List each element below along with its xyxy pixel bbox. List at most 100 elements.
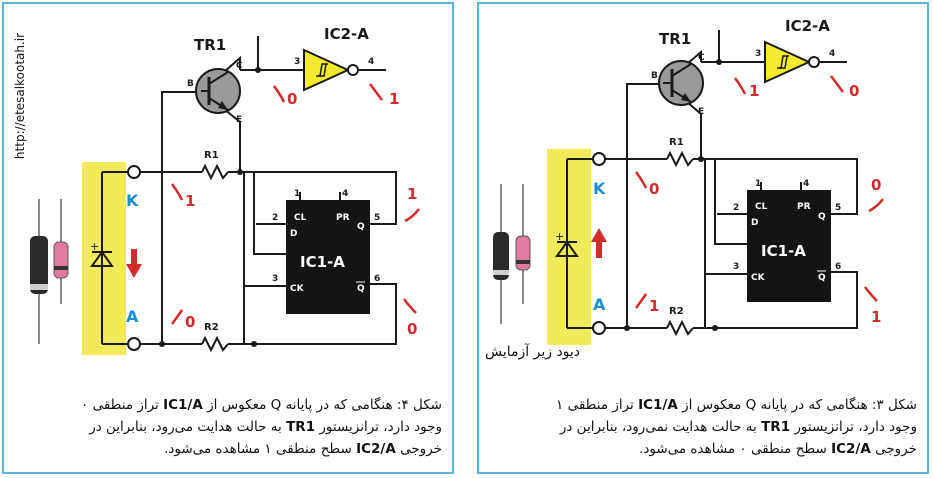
- terminal-a: [127, 337, 141, 351]
- label-d: D: [751, 218, 758, 228]
- label-ic1a: IC1-A: [300, 253, 345, 271]
- label-pin-e: E: [236, 115, 242, 125]
- label-q: Q: [357, 222, 365, 232]
- label-cl: CL: [294, 213, 307, 223]
- wires: [605, 30, 858, 329]
- caption-text: به حالت هدایت نمی‌رود، بنابراین در: [559, 419, 762, 435]
- circuit-diagram-right: + K A: [493, 17, 884, 345]
- label-pin-b: B: [651, 71, 658, 81]
- diode-under-test-label: دیود زیر آزمایش: [485, 344, 581, 360]
- transistor-tr1: [195, 68, 241, 114]
- resistor-r2: [666, 319, 694, 337]
- junction-dots: [624, 59, 722, 331]
- logic-out: 0: [849, 82, 859, 100]
- caption-text: وجود دارد، ترانزیستور: [790, 419, 917, 435]
- transistor-tr1: [658, 60, 704, 106]
- logic-out: 1: [389, 90, 399, 108]
- label-pin-e: E: [698, 107, 704, 117]
- label-cl: CL: [755, 202, 768, 212]
- resistor-r1: [201, 163, 229, 181]
- label-ff-pin3: 3: [272, 274, 278, 284]
- label-gate-pin4: 4: [368, 57, 374, 67]
- label-ff-pin4: 4: [342, 189, 348, 199]
- label-pin-c: C: [236, 61, 243, 71]
- yellow-strip: [547, 149, 591, 345]
- caption-bold: TR1: [286, 419, 316, 435]
- label-tr1: TR1: [659, 30, 691, 48]
- logic-q: 0: [871, 176, 881, 194]
- logic-qbar: 1: [871, 308, 881, 326]
- logic-k: 1: [185, 192, 195, 210]
- gate-ic2a: [764, 40, 820, 84]
- label-ff-pin4: 4: [803, 179, 809, 189]
- gate-ic2a: [303, 48, 359, 92]
- chip-ic1a: [747, 190, 831, 302]
- svg-text:+: +: [90, 240, 99, 253]
- logic-arrow-icons: [170, 83, 420, 325]
- caption-line: وجود دارد، ترانزیستور TR1 به حالت هدایت …: [14, 416, 442, 438]
- wires: [140, 36, 397, 345]
- diode-photo-icon: [30, 199, 69, 344]
- label-ic2a: IC2-A: [324, 25, 369, 43]
- caption-text: خروجی: [395, 441, 442, 457]
- label-gate-pin3: 3: [755, 49, 761, 59]
- caption-bold: IC2/A: [356, 441, 396, 457]
- caption-text: تراز منطقی ۰: [81, 397, 164, 413]
- logic-a: 0: [185, 313, 195, 331]
- label-ic1a: IC1-A: [761, 242, 806, 260]
- caption-text: سطح منطقی ۱ مشاهده می‌شود.: [164, 441, 357, 457]
- label-a: A: [126, 307, 139, 326]
- logic-c: 1: [749, 82, 759, 100]
- logic-arrow-icons: [634, 75, 884, 309]
- logic-q: 1: [407, 185, 417, 203]
- label-ff-pin5: 5: [835, 203, 841, 213]
- svg-text:+: +: [555, 230, 564, 243]
- label-pr: PR: [336, 213, 350, 223]
- caption-text: به حالت هدایت می‌رود، بنابراین در: [89, 419, 287, 435]
- caption-text: وجود دارد، ترانزیستور: [315, 419, 442, 435]
- caption-line: شکل ۳: هنگامی که در پایانه Q معکوس از IC…: [489, 394, 917, 416]
- caption-figure-4: شکل ۴: هنگامی که در پایانه Q معکوس از IC…: [14, 394, 442, 460]
- caption-bold: IC1/A: [638, 397, 678, 413]
- label-pin-c: C: [698, 53, 705, 63]
- label-ff-pin1: 1: [755, 179, 761, 189]
- label-ff-pin3: 3: [733, 262, 739, 272]
- current-arrow-up-icon: [591, 228, 607, 258]
- label-r1: R1: [669, 137, 684, 148]
- caption-bold: IC1/A: [163, 397, 203, 413]
- label-ck: CK: [751, 273, 766, 283]
- caption-text: تراز منطقی ۱: [556, 397, 639, 413]
- label-k: K: [593, 179, 606, 198]
- resistor-r1: [666, 150, 694, 168]
- label-qbar: Q: [357, 284, 365, 294]
- junction-dots: [159, 67, 261, 347]
- circuit-diagram-left: + K A: [30, 25, 420, 355]
- label-tr1: TR1: [194, 36, 226, 54]
- label-q: Q: [818, 212, 826, 222]
- label-r1: R1: [204, 150, 219, 161]
- logic-k: 0: [649, 180, 659, 198]
- chip-ic1a: [286, 200, 370, 314]
- label-gate-pin4: 4: [829, 49, 835, 59]
- terminal-k: [127, 165, 141, 179]
- label-d: D: [290, 229, 297, 239]
- caption-line: خروجی IC2/A سطح منطقی ۱ مشاهده می‌شود.: [14, 438, 442, 460]
- caption-text: شکل ۳: هنگامی که در پایانه Q معکوس از: [677, 397, 917, 413]
- terminal-k: [592, 152, 606, 166]
- label-ff-pin2: 2: [733, 203, 739, 213]
- label-ic2a: IC2-A: [785, 17, 830, 35]
- terminal-a: [592, 321, 606, 335]
- label-ff-pin5: 5: [374, 213, 380, 223]
- label-k: K: [126, 191, 139, 210]
- label-pr: PR: [797, 202, 811, 212]
- label-r2: R2: [204, 322, 219, 333]
- label-pin-b: B: [187, 79, 194, 89]
- diode-photo-icon: [493, 184, 531, 324]
- caption-line: وجود دارد، ترانزیستور TR1 به حالت هدایت …: [489, 416, 917, 438]
- label-r2: R2: [669, 306, 684, 317]
- caption-bold: TR1: [761, 419, 791, 435]
- figure-4-panel: http://etesalkootah.ir +: [2, 2, 454, 474]
- caption-line: شکل ۴: هنگامی که در پایانه Q معکوس از IC…: [14, 394, 442, 416]
- caption-line: خروجی IC2/A سطح منطقی ۰ مشاهده می‌شود.: [489, 438, 917, 460]
- label-qbar: Q: [818, 273, 826, 283]
